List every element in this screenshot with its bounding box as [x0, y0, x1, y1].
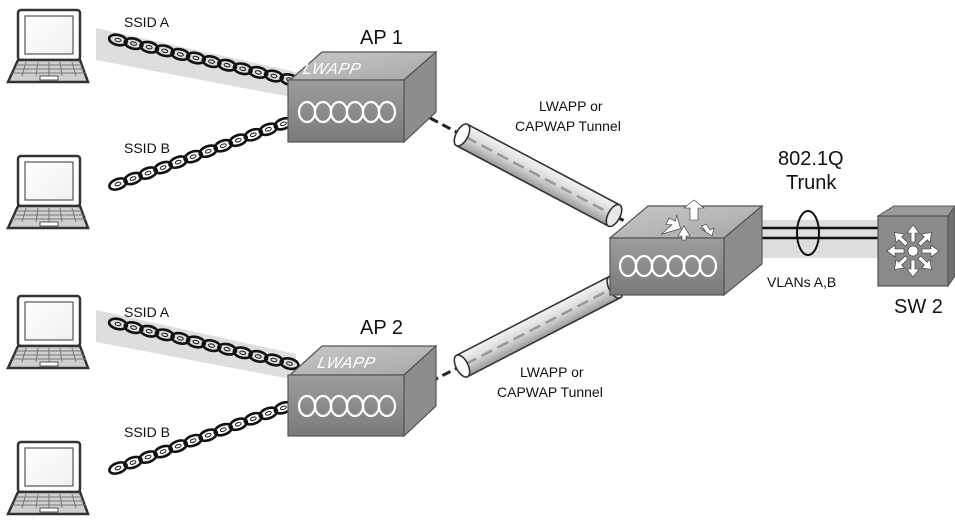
tunnel-bottom-label-line1: LWAPP or [520, 364, 584, 380]
laptop-icon [6, 154, 90, 230]
coverage-beam-ap2 [96, 310, 296, 380]
access-point-icon [287, 344, 438, 438]
ap2-label: AP 2 [360, 317, 403, 339]
laptop-icon [6, 8, 90, 84]
access-point-icon [287, 50, 438, 144]
laptop-icon [6, 294, 90, 370]
tunnel-bottom-label-line2: CAPWAP Tunnel [497, 384, 603, 400]
tunnel-top-label-line2: CAPWAP Tunnel [515, 118, 621, 134]
ap1-label: AP 1 [360, 27, 403, 49]
ssid-b-top-label: SSID B [124, 140, 170, 156]
ssid-b-bottom-label: SSID B [124, 424, 170, 440]
tunnel-top [429, 116, 633, 228]
ssid-a-top-label: SSID A [124, 14, 170, 30]
laptop-icon [6, 440, 90, 516]
wireless-lan-controller-icon [608, 199, 764, 297]
sw2-label: SW 2 [894, 296, 943, 318]
multilayer-switch-icon [876, 205, 955, 288]
tunnel-top-label-line1: LWAPP or [539, 98, 603, 114]
trunk-link [758, 210, 880, 256]
ssid-a-bottom-label: SSID A [124, 304, 170, 320]
trunk-label-line1: 802.1Q [778, 148, 844, 170]
ap1-badge: LWAPP [301, 60, 362, 78]
trunk-label-line2: Trunk [786, 172, 837, 194]
ap2-badge: LWAPP [316, 354, 377, 372]
vlans-label: VLANs A,B [767, 274, 836, 290]
